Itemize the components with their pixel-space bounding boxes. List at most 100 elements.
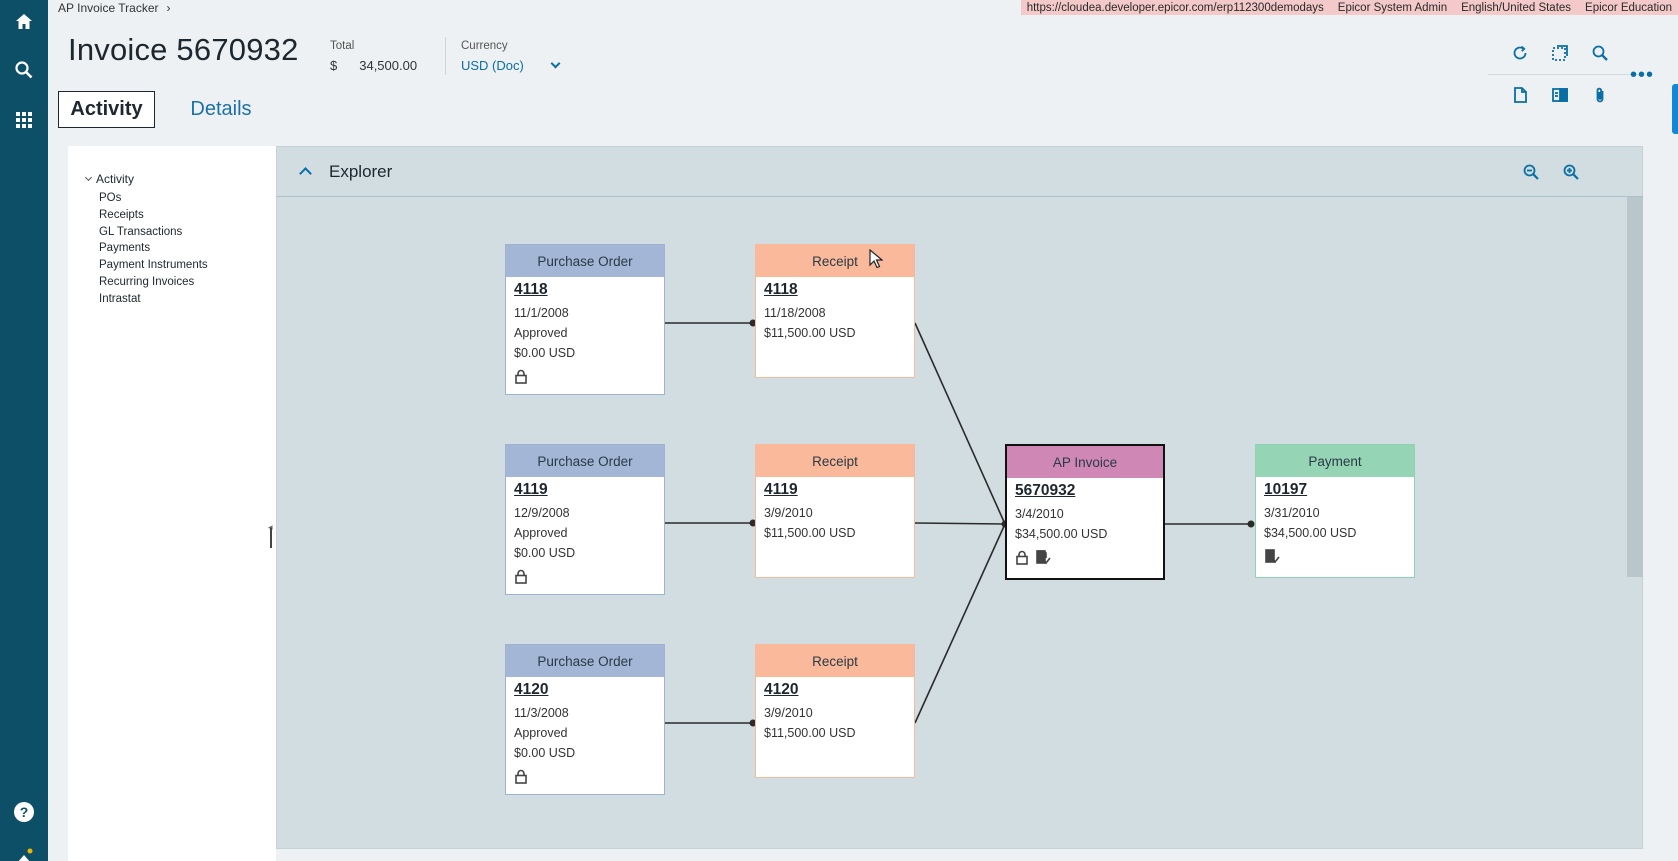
chevron-down-icon bbox=[84, 173, 93, 182]
flow-connectors bbox=[665, 319, 1255, 727]
tree-root-label: Activity bbox=[96, 172, 135, 186]
tree-item-gl-transactions[interactable]: GL Transactions bbox=[99, 225, 183, 238]
more-icon[interactable]: ••• bbox=[1630, 64, 1655, 86]
mouse-cursor-icon bbox=[869, 248, 884, 274]
new-page-icon[interactable] bbox=[1509, 84, 1531, 106]
node-payment-10197[interactable]: Payment 10197 3/31/2010 $34,500.00 USD bbox=[1255, 444, 1415, 578]
node-id-link[interactable]: 10197 bbox=[1264, 481, 1308, 498]
collapse-panel-icon[interactable]: ◂ bbox=[268, 522, 273, 532]
total-summary: Total $ 34,500.00 bbox=[330, 40, 417, 73]
env-url: https://cloudea.developer.epicor.com/erp… bbox=[1026, 1, 1324, 14]
total-currency-symbol: $ bbox=[330, 58, 338, 73]
zoom-out-icon[interactable] bbox=[1520, 161, 1542, 183]
node-receipt-4118[interactable]: Receipt 4118 11/18/2008 $11,500.00 USD bbox=[755, 244, 915, 378]
breadcrumb-app[interactable]: AP Invoice Tracker bbox=[58, 1, 159, 15]
tree-item-intrastat[interactable]: Intrastat bbox=[99, 292, 141, 305]
node-purchase-order-4120[interactable]: Purchase Order 4120 11/3/2008 Approved $… bbox=[505, 644, 665, 795]
lock-icon bbox=[514, 369, 528, 389]
summary-divider bbox=[445, 37, 446, 75]
splitter-handle[interactable] bbox=[270, 528, 272, 548]
node-amount: $11,500.00 USD bbox=[764, 526, 856, 540]
node-date: 11/1/2008 bbox=[514, 306, 569, 320]
posted-document-icon bbox=[1264, 549, 1280, 569]
node-id-link[interactable]: 4120 bbox=[764, 681, 799, 698]
node-receipt-4120[interactable]: Receipt 4120 3/9/2010 $11,500.00 USD bbox=[755, 644, 915, 778]
node-amount: $0.00 USD bbox=[514, 546, 576, 560]
node-date: 3/9/2010 bbox=[764, 706, 813, 720]
node-ap-invoice-5670932[interactable]: AP Invoice 5670932 3/4/2010 $34,500.00 U… bbox=[1005, 444, 1165, 580]
node-receipt-4119[interactable]: Receipt 4119 3/9/2010 $11,500.00 USD bbox=[755, 444, 915, 578]
currency-value: USD (Doc) bbox=[461, 58, 524, 73]
apps-grid-icon[interactable] bbox=[8, 104, 40, 136]
node-status: Approved bbox=[514, 326, 568, 340]
node-id-link[interactable]: 4120 bbox=[514, 681, 549, 698]
tree-item-recurring-invoices[interactable]: Recurring Invoices bbox=[99, 275, 195, 288]
node-amount: $0.00 USD bbox=[514, 746, 576, 760]
node-type-label: Receipt bbox=[756, 645, 914, 677]
node-date: 3/4/2010 bbox=[1015, 507, 1064, 521]
tree-root-activity[interactable]: Activity bbox=[84, 172, 135, 186]
node-date: 11/3/2008 bbox=[514, 706, 569, 720]
node-date: 3/31/2010 bbox=[1264, 506, 1320, 520]
env-user[interactable]: Epicor System Admin bbox=[1337, 1, 1448, 14]
env-locale[interactable]: English/United States bbox=[1461, 1, 1572, 14]
tree-item-payments[interactable]: Payments bbox=[99, 242, 151, 255]
lock-icon bbox=[514, 769, 528, 789]
explorer-header: Explorer bbox=[277, 147, 1643, 197]
node-date: 12/9/2008 bbox=[514, 506, 570, 520]
node-id-link[interactable]: 4119 bbox=[514, 481, 548, 498]
tab-activity[interactable]: Activity bbox=[58, 91, 155, 128]
node-id-link[interactable]: 4119 bbox=[764, 481, 798, 498]
node-id-link[interactable]: 5670932 bbox=[1015, 482, 1076, 499]
notifications-icon[interactable] bbox=[8, 840, 40, 861]
breadcrumb-separator: › bbox=[166, 1, 171, 15]
currency-summary: Currency USD (Doc) bbox=[461, 40, 561, 73]
search-icon[interactable] bbox=[8, 54, 40, 86]
refresh-icon[interactable] bbox=[1509, 42, 1531, 64]
node-amount: $34,500.00 USD bbox=[1015, 527, 1108, 541]
node-amount: $34,500.00 USD bbox=[1264, 526, 1357, 540]
explorer-title: Explorer bbox=[329, 162, 393, 181]
tree-item-payment-instruments[interactable]: Payment Instruments bbox=[99, 259, 208, 272]
help-icon[interactable]: ? bbox=[8, 796, 40, 828]
node-status: Approved bbox=[514, 726, 568, 740]
side-panel-handle[interactable] bbox=[1672, 84, 1678, 134]
activity-tree-panel: Activity POs Receipts GL Transactions Pa… bbox=[68, 146, 276, 861]
total-label: Total bbox=[330, 40, 355, 52]
svg-text:?: ? bbox=[20, 804, 29, 820]
environment-bar: https://cloudea.developer.epicor.com/erp… bbox=[1020, 0, 1678, 15]
posted-document-icon bbox=[1035, 550, 1051, 570]
node-type-label: Receipt bbox=[756, 245, 914, 277]
node-type-label: Receipt bbox=[756, 445, 914, 477]
currency-select[interactable]: USD (Doc) bbox=[461, 58, 561, 73]
node-date: 11/18/2008 bbox=[764, 306, 826, 320]
home-icon[interactable] bbox=[8, 6, 40, 38]
node-id-link[interactable]: 4118 bbox=[514, 281, 548, 298]
node-purchase-order-4118[interactable]: Purchase Order 4118 11/1/2008 Approved $… bbox=[505, 244, 665, 395]
env-company[interactable]: Epicor Education bbox=[1585, 1, 1672, 14]
toolbar-separator bbox=[1488, 74, 1644, 75]
tree-item-receipts[interactable]: Receipts bbox=[99, 208, 144, 221]
breadcrumb: AP Invoice Tracker › bbox=[58, 1, 171, 15]
node-id-link[interactable]: 4118 bbox=[764, 281, 798, 298]
tab-details[interactable]: Details bbox=[190, 98, 252, 120]
selection-icon[interactable] bbox=[1549, 42, 1571, 64]
currency-label: Currency bbox=[461, 40, 508, 52]
page-title: Invoice 5670932 bbox=[68, 32, 299, 67]
lock-icon bbox=[1015, 550, 1029, 570]
node-date: 3/9/2010 bbox=[764, 506, 813, 520]
attachment-icon[interactable] bbox=[1589, 84, 1611, 106]
search-icon[interactable] bbox=[1589, 42, 1611, 64]
explorer-panel: Explorer Purchase Order 4118 11/1/2008 A… bbox=[276, 146, 1643, 849]
tree-list: POs Receipts GL Transactions Payments Pa… bbox=[99, 190, 208, 308]
node-type-label: Payment bbox=[1256, 445, 1414, 477]
left-nav-rail: ? bbox=[0, 0, 48, 861]
explorer-scrollbar[interactable] bbox=[1627, 197, 1643, 577]
node-amount: $11,500.00 USD bbox=[764, 726, 856, 740]
zoom-in-icon[interactable] bbox=[1560, 161, 1582, 183]
node-type-label: Purchase Order bbox=[506, 245, 664, 277]
tree-item-pos[interactable]: POs bbox=[99, 192, 122, 204]
chevron-down-icon bbox=[550, 58, 561, 69]
node-purchase-order-4119[interactable]: Purchase Order 4119 12/9/2008 Approved $… bbox=[505, 444, 665, 595]
panel-icon[interactable] bbox=[1549, 84, 1571, 106]
